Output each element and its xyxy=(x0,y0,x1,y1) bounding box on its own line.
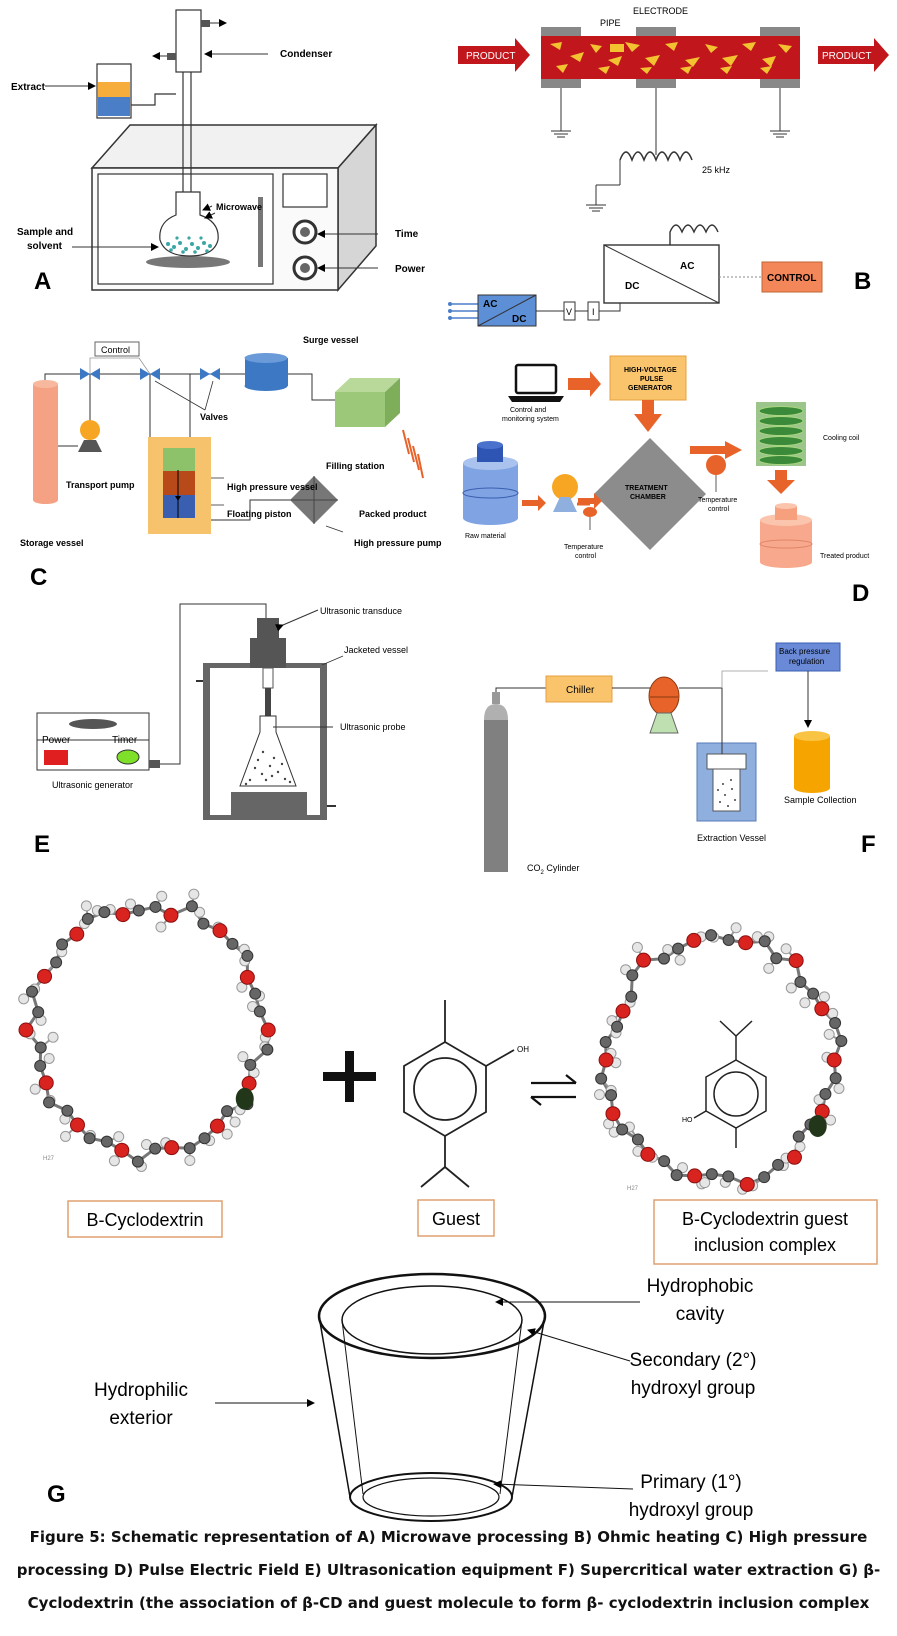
label-e-power: Power xyxy=(42,735,71,746)
label-secondary2: hydroxyl group xyxy=(631,1378,756,1399)
panel-e-ultrasonic: Power Timer Ultrasonic generator Ultra xyxy=(34,603,408,858)
label-conv-ac: AC xyxy=(483,299,497,310)
inclusion-complex-molecule xyxy=(593,922,848,1195)
label-cyclodextrin: B-Cyclodextrin xyxy=(86,1210,203,1230)
small-label-right: H27 xyxy=(627,1186,639,1192)
label-primary2: hydroxyl group xyxy=(629,1500,754,1521)
label-raw-material: Raw material xyxy=(465,533,506,540)
label-frequency: 25 kHz xyxy=(702,165,731,175)
label-product-in: PRODUCT xyxy=(466,51,515,62)
label-control-line1: Control and xyxy=(510,407,546,414)
label-back1: Back pressure xyxy=(779,647,831,656)
label-high-pressure-pump: High pressure pump xyxy=(354,538,442,548)
co2-suffix: Cylinder xyxy=(544,863,580,873)
panel-f-supercritical: Chiller Back pressure regulation Sample … xyxy=(484,642,876,876)
label-hydrophobic1: Hydrophobic xyxy=(647,1276,754,1297)
label-ac: AC xyxy=(680,261,694,272)
label-conv-dc: DC xyxy=(512,314,526,325)
small-label-left: H27 xyxy=(43,1156,55,1162)
label-treated-product: Treated product xyxy=(820,553,869,560)
label-i: I xyxy=(592,307,595,317)
label-guest: Guest xyxy=(432,1209,480,1229)
label-storage-vessel: Storage vessel xyxy=(20,538,84,548)
label-treat-line2: CHAMBER xyxy=(630,494,666,501)
label-hv-line3: GENERATOR xyxy=(628,385,672,392)
panel-d-pef: Control and monitoring system HIGH-VOLTA… xyxy=(462,355,869,607)
label-hv-line2: PULSE xyxy=(640,376,664,383)
caption-line-3: Cyclodextrin (the association of β-CD an… xyxy=(27,1594,870,1612)
label-complex-line2: inclusion complex xyxy=(694,1235,836,1255)
label-pipe: PIPE xyxy=(600,18,621,28)
label-oh-guest: OH xyxy=(517,1045,529,1054)
label-electrode: ELECTRODE xyxy=(633,6,688,16)
label-co2: CO2 Cylinder xyxy=(527,863,579,876)
label-high-pressure-vessel: High pressure vessel xyxy=(227,482,318,492)
figure-caption: Figure 5: Schematic representation of A)… xyxy=(0,1521,897,1620)
label-cooling-coil: Cooling coil xyxy=(823,435,860,442)
label-temp2-line1: Temperature xyxy=(698,497,737,504)
label-transport-pump: Transport pump xyxy=(66,480,135,490)
label-hv-line1: HIGH-VOLTAGE xyxy=(624,367,677,374)
co2-sub: 2 xyxy=(541,870,545,876)
caption-line-2: processing D) Pulse Electric Field E) Ul… xyxy=(16,1561,881,1579)
label-back2: regulation xyxy=(789,657,824,666)
label-filling-station: Filling station xyxy=(326,461,385,471)
label-secondary1: Secondary (2°) xyxy=(630,1350,757,1371)
label-extract: Extract xyxy=(11,82,46,93)
label-dc: DC xyxy=(625,281,639,292)
co2-prefix: CO xyxy=(527,863,541,873)
panel-c-high-pressure: Control xyxy=(20,335,442,591)
panel-label-g: G xyxy=(47,1481,66,1508)
label-power: Power xyxy=(395,264,425,275)
label-sample-collection: Sample Collection xyxy=(784,795,857,805)
equilibrium-arrows-icon xyxy=(530,1074,577,1106)
label-temp2-line2: control xyxy=(708,506,729,513)
label-time: Time xyxy=(395,229,419,240)
label-e-generator: Ultrasonic generator xyxy=(52,780,133,790)
panel-label-c: C xyxy=(30,564,47,591)
label-ho-complex: HO xyxy=(682,1117,693,1124)
panel-g-cyclodextrin: H27 OH xyxy=(18,888,878,1522)
label-hydrophilic1: Hydrophilic xyxy=(94,1380,188,1401)
guest-in-complex xyxy=(693,1020,767,1148)
label-sample-and: Sample and xyxy=(17,227,73,238)
label-hydrophilic2: exterior xyxy=(109,1408,173,1429)
panel-label-b: B xyxy=(854,268,871,295)
label-chiller: Chiller xyxy=(566,685,595,696)
label-jacketed: Jacketed vessel xyxy=(344,645,408,655)
label-condenser: Condenser xyxy=(280,49,332,60)
label-microwave: Microwave xyxy=(216,202,262,212)
label-v: V xyxy=(566,307,572,317)
panel-b-ohmic: ELECTRODE PIPE PRODUCT PRODUCT xyxy=(448,6,889,327)
caption-line-1: Figure 5: Schematic representation of A)… xyxy=(29,1528,868,1546)
label-temp1-line2: control xyxy=(575,553,596,560)
label-control-line2: monitoring system xyxy=(502,416,559,423)
label-primary1: Primary (1°) xyxy=(640,1472,742,1493)
guest-molecule xyxy=(403,1000,515,1188)
panel-label-f: F xyxy=(861,831,876,858)
label-solvent: solvent xyxy=(27,241,63,252)
cyclodextrin-cone xyxy=(317,1272,547,1522)
label-surge-vessel: Surge vessel xyxy=(303,335,359,345)
label-control: CONTROL xyxy=(767,273,816,284)
label-product-out: PRODUCT xyxy=(822,51,871,62)
label-floating-piston: Floating piston xyxy=(227,509,292,519)
label-e-timer: Timer xyxy=(112,735,138,746)
panel-label-d: D xyxy=(852,580,869,607)
label-treat-line1: TREATMENT xyxy=(625,485,668,492)
label-probe: Ultrasonic probe xyxy=(340,722,406,732)
cyclodextrin-molecule xyxy=(18,888,276,1172)
label-extraction-vessel: Extraction Vessel xyxy=(697,833,766,843)
panel-label-e: E xyxy=(34,831,50,858)
panel-a-microwave: Condenser Extract Microwave Sample and s… xyxy=(11,9,425,295)
label-hydrophobic2: cavity xyxy=(676,1304,725,1325)
label-temp1-line1: Temperature xyxy=(564,544,603,551)
label-valves: Valves xyxy=(200,412,228,422)
label-packed-product: Packed product xyxy=(359,509,427,519)
label-complex-line1: B-Cyclodextrin guest xyxy=(682,1209,848,1229)
label-c-control: Control xyxy=(101,345,130,355)
label-transducer: Ultrasonic transduce xyxy=(320,606,402,616)
panel-label-a: A xyxy=(34,268,51,295)
